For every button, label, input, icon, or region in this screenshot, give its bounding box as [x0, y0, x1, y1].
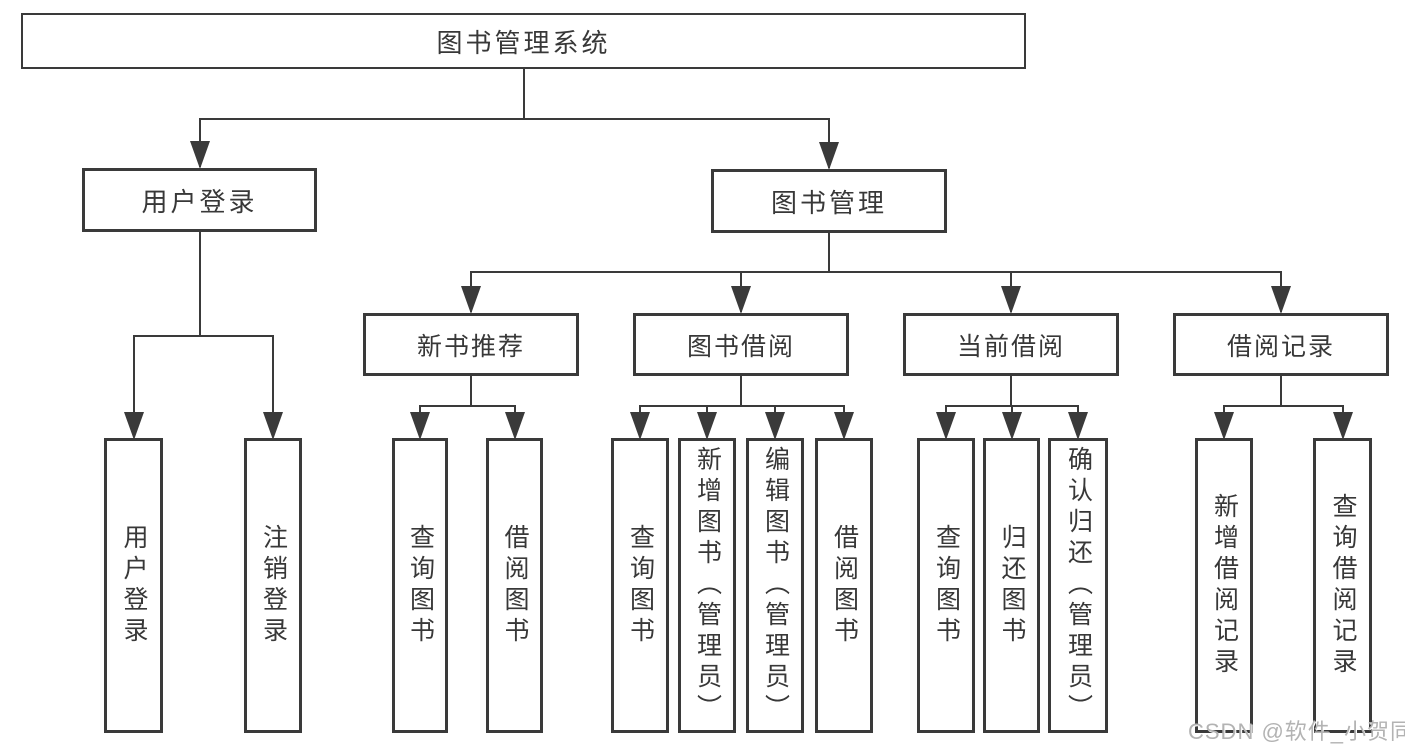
leaf-user-login: 用户登录	[104, 438, 163, 733]
connector-line-horizontal	[639, 405, 845, 407]
arrowhead-down-icon	[819, 142, 839, 170]
csdn-watermark: CSDN @软件_小贺同学	[1188, 719, 1405, 744]
leaf-borrow-book-recommend: 借阅图书	[486, 438, 543, 733]
arrowhead-down-icon	[410, 412, 430, 440]
node-book-management: 图书管理	[711, 169, 947, 233]
leaf-return-book: 归还图书	[983, 438, 1040, 733]
connector-line-vertical	[132, 336, 135, 437]
connector-line-horizontal	[419, 405, 516, 407]
leaf-confirm-return-admin: 确认归还（管理员）	[1048, 438, 1108, 733]
connector-line-vertical	[740, 376, 742, 406]
node-book-borrowing: 图书借阅	[633, 313, 849, 376]
leaf-query-book-current: 查询图书	[917, 438, 975, 733]
leaf-query-borrow-record: 查询借阅记录	[1313, 438, 1372, 733]
connector-line-vertical	[1010, 376, 1012, 406]
arrowhead-down-icon	[731, 286, 751, 314]
arrowhead-down-icon	[262, 412, 283, 440]
arrowhead-down-icon	[189, 141, 210, 169]
leaf-add-borrow-record: 新增借阅记录	[1195, 438, 1253, 733]
arrowhead-down-icon	[1068, 412, 1088, 440]
arrowhead-down-icon	[697, 412, 717, 440]
connector-line-vertical	[522, 69, 525, 119]
connector-line-vertical	[470, 376, 472, 406]
node-user-login: 用户登录	[82, 168, 317, 232]
connector-line-vertical	[198, 232, 201, 336]
leaf-logout: 注销登录	[244, 438, 302, 733]
connector-line-vertical	[828, 233, 830, 272]
arrowhead-down-icon	[1214, 412, 1234, 440]
arrowhead-down-icon	[1001, 412, 1022, 440]
arrowhead-down-icon	[461, 286, 481, 314]
connector-line-horizontal	[945, 405, 1079, 407]
connector-line-horizontal	[1223, 405, 1344, 407]
connector-line-vertical	[1280, 376, 1282, 406]
leaf-edit-book-admin: 编辑图书（管理员）	[746, 438, 804, 733]
connector-line-horizontal	[470, 271, 1282, 273]
arrowhead-down-icon	[834, 412, 854, 440]
node-new-book-recommendation: 新书推荐	[363, 313, 579, 376]
node-borrowing-records: 借阅记录	[1173, 313, 1389, 376]
node-current-borrowing: 当前借阅	[903, 313, 1119, 376]
leaf-query-book-recommend: 查询图书	[392, 438, 448, 733]
connector-line-horizontal	[198, 118, 830, 120]
connector-line-horizontal	[132, 335, 274, 337]
arrowhead-down-icon	[630, 412, 650, 440]
arrowhead-down-icon	[1271, 286, 1291, 314]
arrowhead-down-icon	[123, 412, 144, 440]
arrowhead-down-icon	[936, 412, 956, 440]
arrowhead-down-icon	[765, 412, 785, 440]
arrowhead-down-icon	[1332, 412, 1353, 440]
node-library-management-system: 图书管理系统	[21, 13, 1026, 69]
leaf-add-book-admin: 新增图书（管理员）	[678, 438, 736, 733]
arrowhead-down-icon	[1001, 286, 1021, 314]
leaf-query-book-borrowing: 查询图书	[611, 438, 669, 733]
leaf-borrow-book: 借阅图书	[815, 438, 873, 733]
arrowhead-down-icon	[504, 412, 525, 440]
connector-line-vertical	[271, 336, 274, 437]
